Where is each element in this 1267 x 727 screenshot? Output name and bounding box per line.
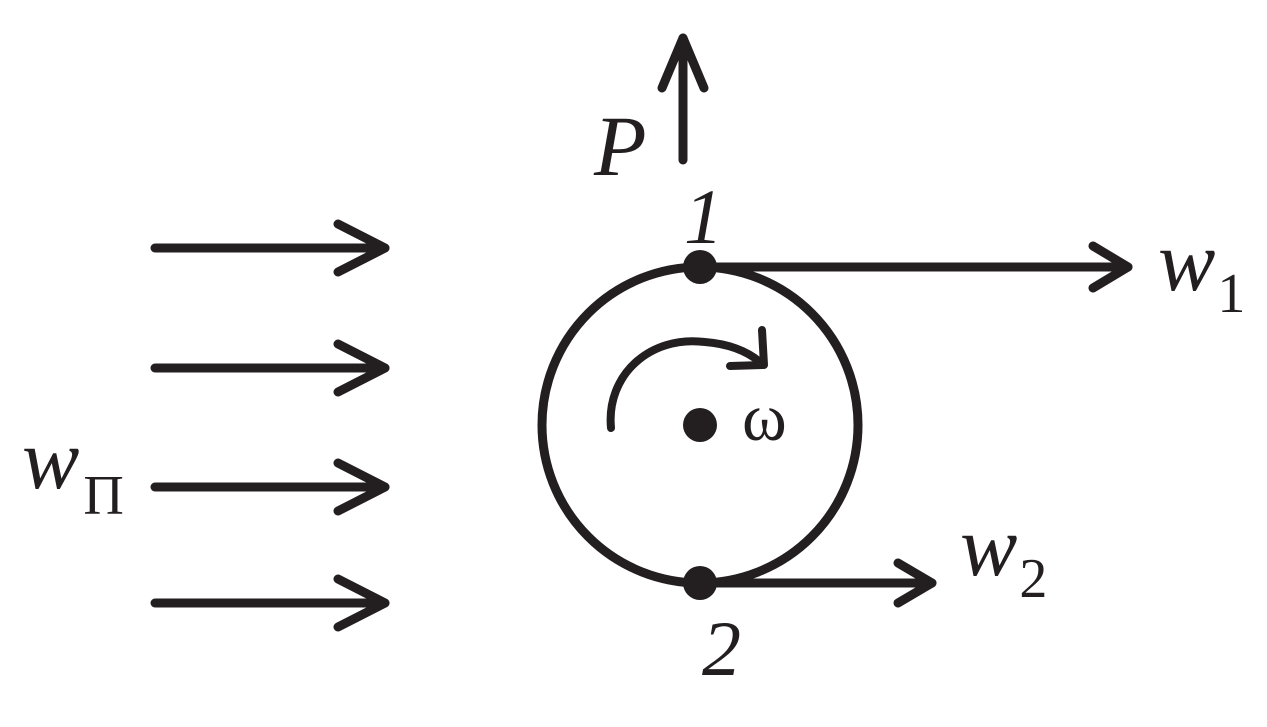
stream-arrow-icon [150,458,390,516]
stream-velocity-symbol: w [22,411,79,507]
stream-arrow-icon [150,339,390,397]
stream-velocity-label: wП [22,411,124,527]
force-arrow-icon [657,33,709,165]
velocity-1-label: w1 [1158,213,1245,325]
point-1-label: 1 [684,173,723,260]
stream-arrow-icon [150,574,390,632]
force-label: P [593,98,647,194]
point-2-label: 2 [702,605,741,692]
stream-arrows [150,219,390,632]
angular-velocity-label: ω [742,379,787,455]
velocity-1-subscript: 1 [1217,263,1245,325]
rotation-arrow-icon [606,326,768,432]
velocity-1-arrow-icon [695,241,1133,293]
velocity-2-label: w2 [960,498,1047,610]
velocity-2-symbol: w [960,498,1017,594]
stream-velocity-subscript: П [83,465,123,527]
center-point [683,408,717,442]
velocity-2-arrow-icon [695,558,937,608]
velocity-2-subscript: 2 [1019,548,1047,610]
velocity-1-symbol: w [1158,213,1215,309]
stream-arrow-icon [150,219,390,277]
